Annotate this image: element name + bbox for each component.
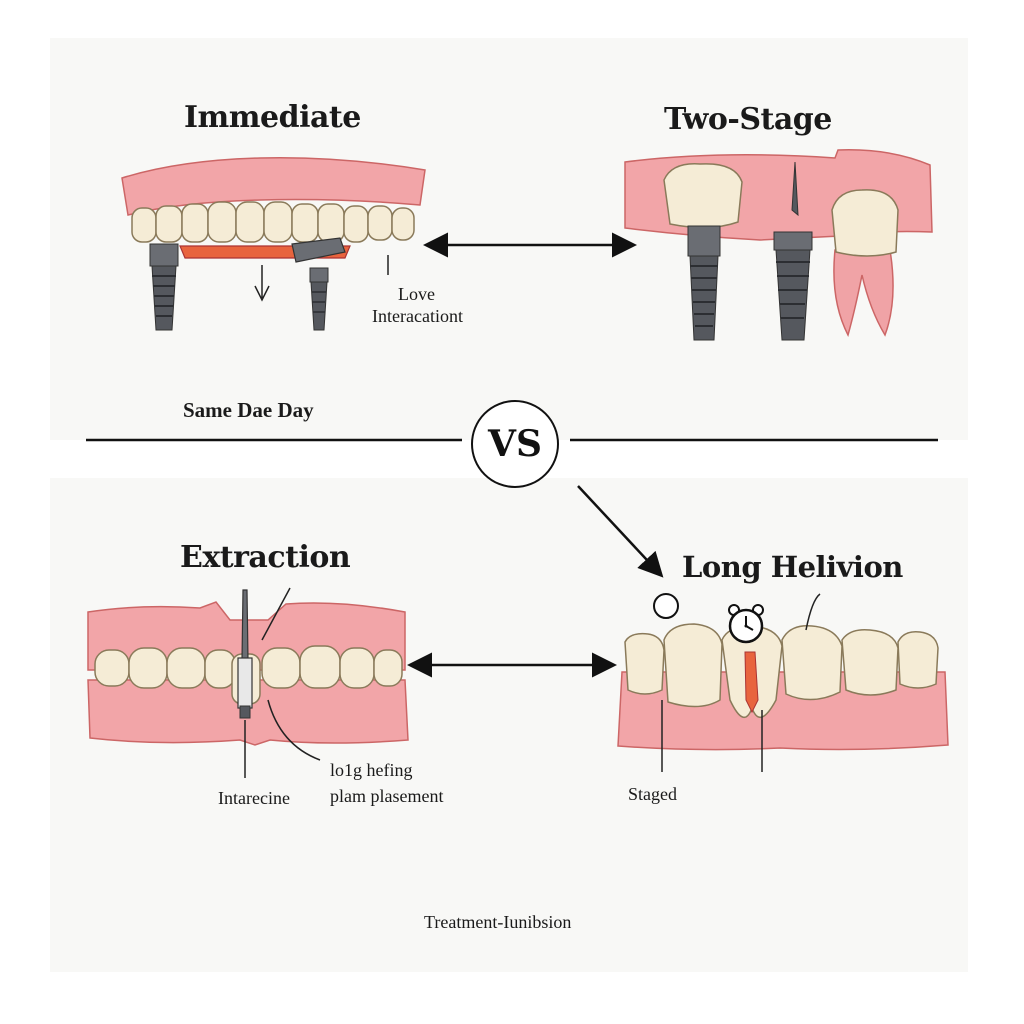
long-healing-title: Long Helivion: [682, 550, 903, 584]
small-clock-icon: [654, 594, 678, 618]
extraction-title: Extraction: [180, 540, 350, 575]
immediate-note-line2: Interacationt: [372, 306, 463, 327]
two-stage-illustration: [625, 150, 932, 340]
extraction-illustration: [88, 588, 408, 778]
long-healing-note: Staged: [628, 784, 677, 805]
footer-caption: Treatment-Iunibsion: [424, 912, 571, 933]
implant-screw-two-stage-right: [774, 232, 812, 340]
immediate-note-line1: Love: [398, 284, 435, 305]
diagonal-arrow: [578, 486, 660, 574]
upper-teeth-row: [132, 202, 414, 242]
extraction-note-right-line1: lo1g hefing: [330, 760, 413, 781]
two-stage-title: Two-Stage: [664, 102, 832, 137]
vs-badge: VS: [471, 400, 559, 488]
immediate-caption: Same Dae Day: [183, 398, 314, 423]
implant-screw-two-stage-left: [688, 226, 720, 340]
implant-screw-left: [150, 244, 178, 330]
long-healing-illustration: [618, 594, 948, 772]
implant-screw-small: [310, 268, 328, 330]
alarm-clock-icon: [729, 605, 763, 642]
immediate-title: Immediate: [184, 100, 361, 135]
extraction-note-left: Intarecine: [218, 788, 290, 809]
immediate-illustration: [122, 158, 425, 330]
extraction-note-right-line2: plam plasement: [330, 786, 443, 807]
